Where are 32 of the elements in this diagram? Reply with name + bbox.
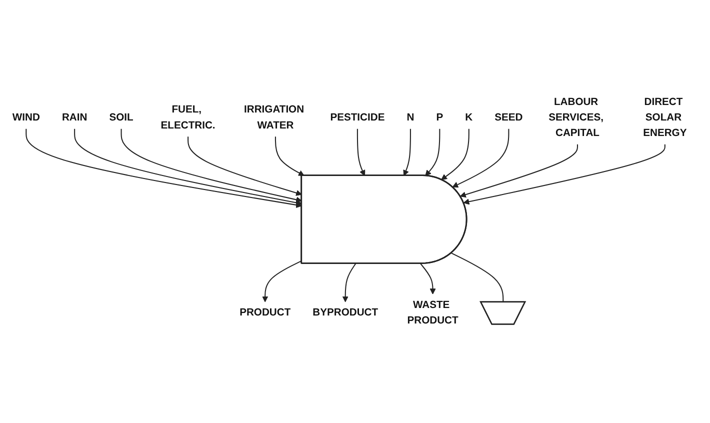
node-text: RAIN bbox=[62, 111, 88, 124]
arrow bbox=[120, 128, 302, 203]
node-text: SEED bbox=[494, 111, 523, 124]
node-text: BYPRODUCT bbox=[312, 306, 378, 318]
arrow bbox=[460, 144, 578, 198]
arrow bbox=[420, 263, 436, 294]
node-text: WASTE PRODUCT bbox=[407, 298, 458, 326]
arrow bbox=[74, 128, 302, 206]
node-text: FUEL, ELECTRIC. bbox=[160, 104, 216, 131]
arrow bbox=[188, 136, 302, 196]
node-text: IRRIGATION WATER bbox=[244, 104, 304, 131]
node-text: N bbox=[406, 111, 414, 124]
node-text: P bbox=[436, 111, 444, 124]
node-text: LABOUR SERVICES, CAPITAL bbox=[548, 96, 604, 139]
node-text: PESTICIDE bbox=[330, 111, 385, 124]
node-text: WIND bbox=[12, 111, 40, 124]
node-text: K bbox=[465, 111, 473, 124]
arrow bbox=[452, 128, 510, 188]
node-text: SOIL bbox=[109, 111, 134, 124]
arrow bbox=[425, 128, 440, 176]
arrow bbox=[342, 263, 356, 302]
arrow bbox=[356, 128, 366, 176]
arrow bbox=[262, 260, 302, 302]
arrow bbox=[26, 128, 302, 208]
connector bbox=[451, 252, 504, 302]
node-text: DIRECT SOLAR ENERGY bbox=[643, 96, 687, 139]
node-text: PRODUCT bbox=[240, 306, 291, 318]
node-ground bbox=[480, 301, 526, 325]
arrow bbox=[274, 136, 304, 176]
arrow bbox=[463, 144, 666, 205]
arrow bbox=[441, 128, 470, 180]
arrow bbox=[403, 128, 411, 176]
